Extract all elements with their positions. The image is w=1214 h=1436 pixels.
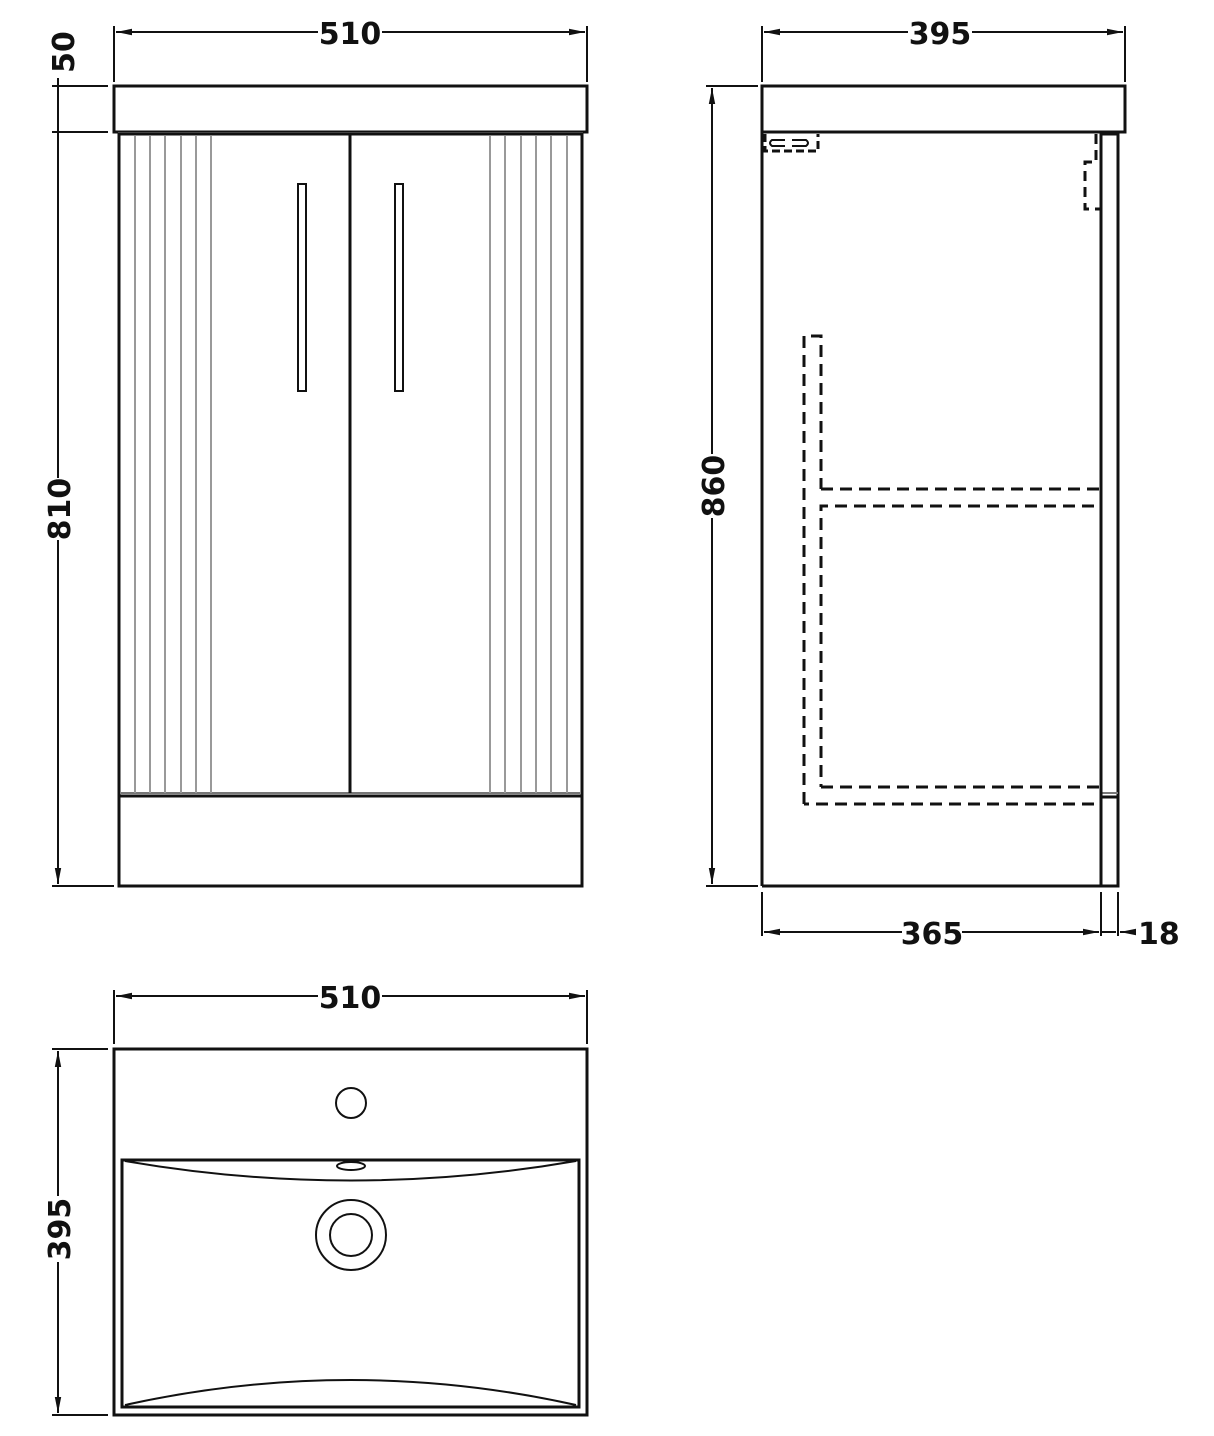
waste-inner-ring bbox=[329, 1213, 373, 1257]
front-width-dimension: 510 bbox=[113, 17, 588, 82]
tap-hole bbox=[335, 1087, 367, 1119]
waste-outer-ring bbox=[315, 1199, 387, 1271]
front-basin-height-dimension: 50 bbox=[47, 31, 108, 140]
side-depth-dimension: 395 bbox=[761, 17, 1126, 82]
door-thickness-label: 18 bbox=[1138, 917, 1180, 952]
hinge-hidden bbox=[1083, 134, 1101, 211]
bowl-back-curve bbox=[124, 1160, 577, 1182]
front-width-label: 510 bbox=[319, 17, 382, 52]
side-door-panel bbox=[1099, 132, 1120, 888]
basin-bowl bbox=[120, 1158, 581, 1409]
side-view: 395 860 bbox=[697, 17, 1180, 952]
front-cabinet-height-label: 810 bbox=[43, 478, 78, 541]
left-door-flutes bbox=[134, 136, 212, 793]
plan-width-label: 510 bbox=[319, 981, 382, 1016]
front-cabinet-height-dimension: 810 bbox=[43, 134, 114, 887]
side-bottom-dimensions: 365 18 bbox=[761, 892, 1180, 952]
plan-depth-dimension: 395 bbox=[43, 1048, 108, 1416]
side-height-label: 860 bbox=[697, 455, 732, 518]
front-basin-slab bbox=[112, 84, 589, 134]
front-view: 510 50 810 bbox=[43, 17, 589, 888]
side-basin-slab bbox=[760, 84, 1127, 134]
wall-bracket-hidden bbox=[763, 134, 820, 153]
cabinet-depth-label: 365 bbox=[901, 917, 964, 952]
side-depth-label: 395 bbox=[909, 17, 972, 52]
right-door-flutes bbox=[489, 136, 568, 793]
basin-outer-edge bbox=[112, 1047, 589, 1417]
side-height-dimension: 860 bbox=[697, 85, 758, 887]
internal-structure-hidden bbox=[802, 334, 1103, 806]
bowl-front-curve bbox=[124, 1379, 577, 1406]
plan-view: 510 395 bbox=[43, 981, 589, 1417]
plan-depth-label: 395 bbox=[43, 1198, 78, 1261]
front-basin-height-label: 50 bbox=[47, 31, 82, 73]
plan-width-dimension: 510 bbox=[113, 981, 588, 1044]
left-door-handle bbox=[297, 183, 307, 392]
overflow-slot bbox=[336, 1161, 366, 1171]
right-door-handle bbox=[394, 183, 404, 392]
